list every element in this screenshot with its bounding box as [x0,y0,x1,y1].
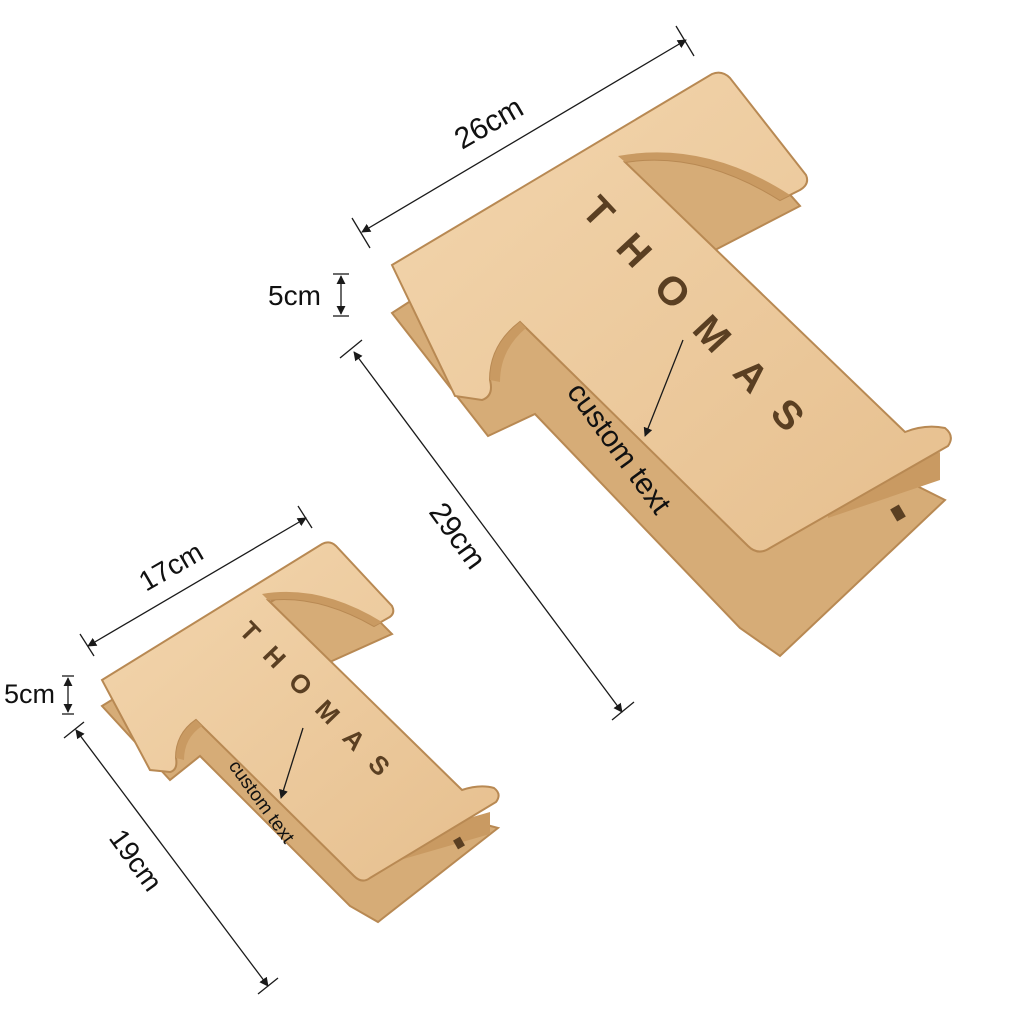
small-letter-slot [453,836,465,850]
large-letter-t: THOMAS [390,71,952,658]
large-depth-label: 5cm [268,280,321,311]
large-letter-side-wall [510,226,940,518]
small-width-label: 17cm [134,536,209,597]
large-depth-dimension: 5cm [268,273,349,317]
large-height-label: 29cm [422,497,492,576]
small-depth-label: 5cm [4,679,55,709]
small-depth-dimension: 5cm [4,675,74,715]
large-letter-slot [890,504,906,522]
large-width-label: 26cm [449,91,529,156]
small-height-label: 19cm [103,823,168,897]
small-letter-t: THOMAS [100,541,501,924]
